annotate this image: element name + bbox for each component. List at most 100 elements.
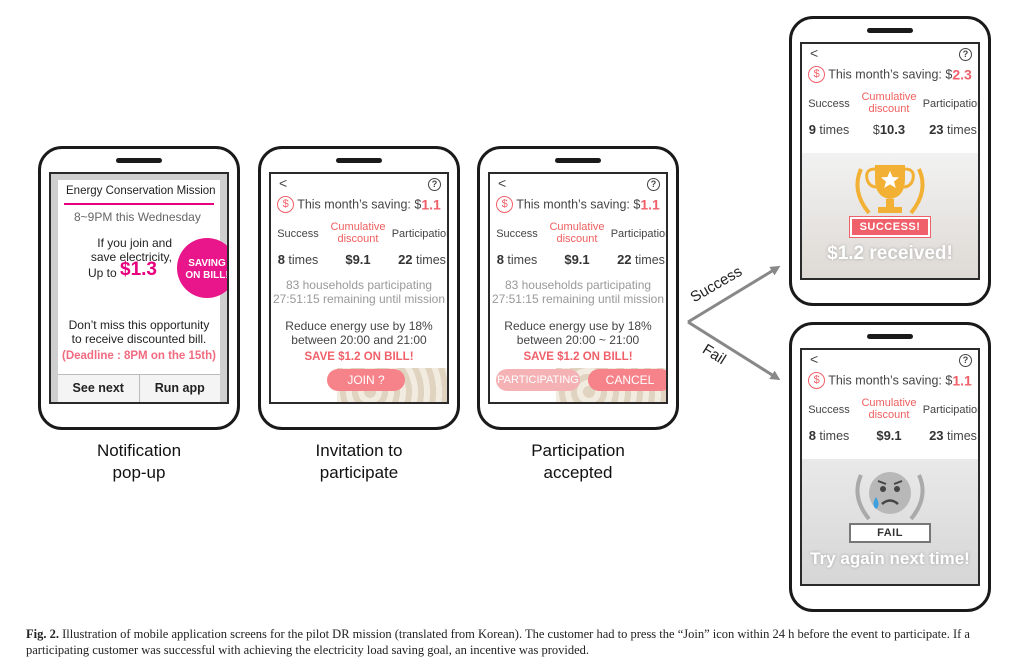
save-on-bill: SAVE $1.2 ON BILL! xyxy=(523,351,633,363)
label-notification-line2: pop-up xyxy=(112,463,166,482)
cum-line1: Cumulative xyxy=(549,221,605,233)
participation-count: 23 times xyxy=(929,122,977,137)
households-text: 83 households participating xyxy=(285,278,433,292)
sad-face-icon xyxy=(855,472,925,521)
participation-label: Participation xyxy=(391,228,449,240)
success-count: 9 times xyxy=(808,122,850,137)
notification-deadline: (Deadline : 8PM on the 15th) xyxy=(62,350,216,362)
monthly-saving: $This month’s saving: $2.3 xyxy=(802,66,978,83)
see-next-button[interactable]: See next xyxy=(72,381,124,395)
saving-amount: 1.1 xyxy=(421,196,441,213)
dollar-icon: $ xyxy=(808,372,826,389)
down-arrow-icon: ↓ xyxy=(228,229,229,251)
monthly-saving: $This month’s saving: $1.1 xyxy=(802,372,978,389)
phone-speaker xyxy=(867,28,913,33)
trophy-icon xyxy=(855,165,925,215)
figure-caption-text: Illustration of mobile application scree… xyxy=(26,627,970,657)
cumulative-value: $10.3 xyxy=(872,122,906,137)
cancel-button[interactable]: CANCEL xyxy=(588,369,666,391)
households-text: 83 households participating xyxy=(504,278,652,292)
saving-label: This month’s saving: $ xyxy=(516,197,641,212)
success-label: Success xyxy=(808,404,850,416)
label-invitation: Invitation to participate xyxy=(258,440,460,484)
invitation-screen: < ? $This month’s saving: $1.1 Success C… xyxy=(269,172,449,404)
dollar-icon: $ xyxy=(277,196,295,213)
back-icon[interactable]: < xyxy=(810,351,819,367)
success-count: 8 times xyxy=(277,252,319,267)
accepted-screen: < ? $This month’s saving: $1.1 Success C… xyxy=(488,172,668,404)
badge-line-2: ON BILL! xyxy=(185,270,229,281)
accepted-phone: < ? $This month’s saving: $1.1 Success C… xyxy=(477,146,679,430)
saving-amount: 2.3 xyxy=(952,66,972,83)
notification-join-text: If you join and save electricity, xyxy=(90,236,172,264)
cumulative-value: $9.1 xyxy=(564,252,590,267)
cum-line1: Cumulative xyxy=(861,91,917,103)
cumulative-value: $9.1 xyxy=(345,252,371,267)
figure-label: Fig. 2. xyxy=(26,627,59,641)
saving-amount: 1.1 xyxy=(952,372,972,389)
reduce-line2: between 20:00 ~ 21:00 xyxy=(516,333,640,347)
fail-arrow-label: Fail xyxy=(699,340,729,369)
label-invitation-line1: Invitation to xyxy=(315,441,403,460)
remaining-text: 27:51:15 remaining until mission xyxy=(272,292,446,306)
reduce-line2: between 20:00 and 21:00 xyxy=(291,333,427,347)
fail-result-text: Try again next time! xyxy=(810,549,970,568)
saving-label: This month’s saving: $ xyxy=(828,67,953,82)
success-banner: SUCCESS! xyxy=(850,217,930,237)
cumulative-label: Cumulative discount xyxy=(858,91,920,115)
saving-badge: SAVING ON BILL! xyxy=(177,238,229,298)
saving-amount: 1.1 xyxy=(640,196,660,213)
join-button[interactable]: JOIN ? xyxy=(327,369,405,391)
help-icon[interactable]: ? xyxy=(428,178,441,191)
notification-button-bar: See next Run app xyxy=(58,374,220,402)
remaining-text: 27:51:15 remaining until mission xyxy=(491,292,665,306)
label-notification-line1: Notification xyxy=(96,441,182,460)
success-label: Success xyxy=(496,228,538,240)
fail-phone: < ? $This month’s saving: $1.1 Success C… xyxy=(789,322,991,612)
save-on-bill: SAVE $1.2 ON BILL! xyxy=(304,351,414,363)
success-phone: < ? $This month’s saving: $2.3 Success C… xyxy=(789,16,991,306)
label-accepted: Participation accepted xyxy=(477,440,679,484)
reduce-line1: Reduce energy use by 18% xyxy=(285,319,433,333)
phone-speaker xyxy=(116,158,162,163)
cum-line2: discount xyxy=(868,103,910,115)
notification-title: Energy Conservation Mission xyxy=(66,185,216,197)
cum-line2: discount xyxy=(337,233,379,245)
participation-label: Participation xyxy=(610,228,668,240)
success-screen: < ? $This month’s saving: $2.3 Success C… xyxy=(800,42,980,280)
participation-count: 23 times xyxy=(929,428,977,443)
participating-button[interactable]: PARTICIPATING xyxy=(496,369,580,391)
notification-up-to: Up to xyxy=(88,266,117,280)
phone-speaker xyxy=(555,158,601,163)
invitation-phone: < ? $This month’s saving: $1.1 Success C… xyxy=(258,146,460,430)
figure-caption: Fig. 2. Illustration of mobile applicati… xyxy=(26,626,1006,658)
success-result-text: $1.2 received! xyxy=(827,243,953,264)
help-icon[interactable]: ? xyxy=(647,178,660,191)
phone-speaker xyxy=(336,158,382,163)
dollar-icon: $ xyxy=(496,196,514,213)
label-notification: Notification pop-up xyxy=(38,440,240,484)
fail-banner: FAIL xyxy=(849,523,931,543)
participation-label: Participation xyxy=(922,98,980,110)
success-count: 8 times xyxy=(808,428,850,443)
reduce-line1: Reduce energy use by 18% xyxy=(504,319,652,333)
success-arrow-label: Success xyxy=(687,262,746,307)
cum-line2: discount xyxy=(868,409,910,421)
success-result-area: SUCCESS! $1.2 received! xyxy=(802,153,978,278)
label-accepted-line2: accepted xyxy=(543,463,613,482)
participation-count: 22 times xyxy=(617,252,665,267)
back-icon[interactable]: < xyxy=(810,45,819,61)
success-label: Success xyxy=(277,228,319,240)
notification-amount: $1.3 xyxy=(120,259,157,280)
back-icon[interactable]: < xyxy=(279,175,288,191)
back-icon[interactable]: < xyxy=(498,175,507,191)
run-app-button[interactable]: Run app xyxy=(138,375,221,402)
success-count: 8 times xyxy=(496,252,538,267)
help-icon[interactable]: ? xyxy=(959,354,972,367)
participation-count: 22 times xyxy=(398,252,446,267)
help-icon[interactable]: ? xyxy=(959,48,972,61)
cum-line2: discount xyxy=(556,233,598,245)
saving-label: This month’s saving: $ xyxy=(828,373,953,388)
cumulative-value: $9.1 xyxy=(876,428,902,443)
cum-line1: Cumulative xyxy=(861,397,917,409)
